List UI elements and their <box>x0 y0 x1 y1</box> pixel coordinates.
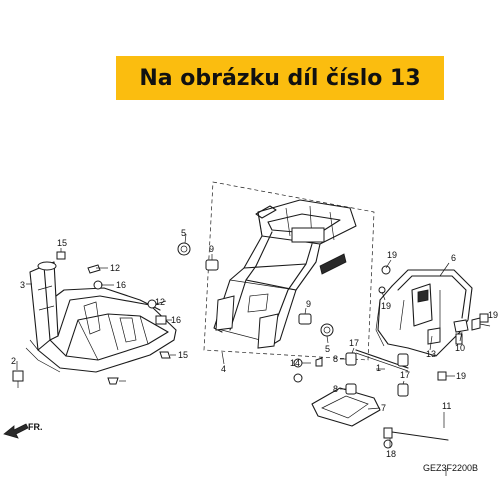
callout-5-bottom: 5 <box>325 344 330 354</box>
callout-11: 11 <box>442 401 451 411</box>
callout-19-right: 19 <box>488 310 498 320</box>
diagram-code: GEZ3F2200B <box>423 463 478 473</box>
callout-12-left: 12 <box>110 263 120 273</box>
callout-6: 6 <box>451 253 456 263</box>
floor-frame-part <box>25 261 177 373</box>
callout-19-left: 19 <box>381 301 391 311</box>
main-frame-part <box>213 199 357 349</box>
front-direction-arrow <box>3 423 29 439</box>
callout-15-top-left: 15 <box>57 238 67 248</box>
callout-12-center: 12 <box>155 297 165 307</box>
bracket-parts <box>293 349 449 449</box>
callout-14: 14 <box>290 358 300 368</box>
callout-2: 2 <box>11 356 16 366</box>
callout-8-top: 8 <box>333 354 338 364</box>
direction-label: FR. <box>28 422 43 432</box>
callout-13: 13 <box>426 349 436 359</box>
callout-5-top: 5 <box>181 228 186 238</box>
rear-carrier-part <box>375 265 489 381</box>
callout-4: 4 <box>221 364 226 374</box>
callout-16-left: 16 <box>116 280 126 290</box>
left-fasteners <box>12 251 171 388</box>
callout-19-top: 19 <box>387 250 397 260</box>
callout-17-top: 17 <box>349 338 359 348</box>
callout-18: 18 <box>386 449 396 459</box>
callout-labels: 15 12 16 3 2 12 16 15 5 9 4 9 5 14 8 17 … <box>11 228 498 473</box>
callout-15-center: 15 <box>178 350 188 360</box>
callout-3: 3 <box>20 280 25 290</box>
callout-8-bottom: 8 <box>333 384 338 394</box>
callout-17-bottom: 17 <box>400 370 410 380</box>
callout-9-top: 9 <box>209 244 214 254</box>
callout-19-bottom: 19 <box>456 371 466 381</box>
callout-9-right: 9 <box>306 299 311 309</box>
callout-16-center: 16 <box>171 315 181 325</box>
leader-lines <box>16 233 491 476</box>
callout-1: 1 <box>376 363 381 373</box>
center-parts <box>177 242 334 337</box>
callout-7: 7 <box>381 403 386 413</box>
callout-10: 10 <box>455 343 465 353</box>
banner-text: Na obrázku díl číslo 13 <box>139 65 421 91</box>
part-number-banner: Na obrázku díl číslo 13 <box>116 56 444 100</box>
frame-dashed-outline <box>203 181 375 361</box>
